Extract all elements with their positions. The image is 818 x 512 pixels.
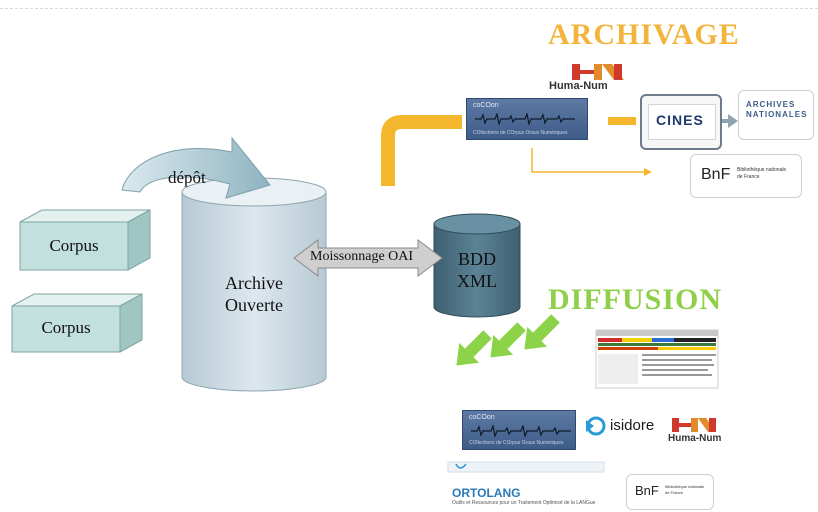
orange-thin-arrow xyxy=(531,148,644,173)
bdd-label-line2: XML xyxy=(457,271,497,291)
ortolang-header xyxy=(447,461,605,473)
archives-label: ARCHIVES NATIONALES xyxy=(746,100,807,120)
waveform-icon xyxy=(475,113,575,125)
isidore-label: isidore xyxy=(610,417,655,434)
cocoon-logo-bottom: coCOon COllections de COrpus Oraux Numér… xyxy=(462,410,576,450)
archives-label-line1: ARCHIVES xyxy=(746,100,796,109)
bnf-sub-top: Bibliothèque nationale de France xyxy=(737,167,787,180)
green-arrows xyxy=(456,314,560,366)
archive-label-line1: Archive xyxy=(225,273,283,293)
bdd-label-line1: BDD xyxy=(457,249,496,269)
grey-arrow-archives xyxy=(718,114,738,128)
cocoon-subtitle-top: COllections de COrpus Oraux Numériques xyxy=(473,130,568,136)
diffusion-screenshot-thumbnail xyxy=(595,329,719,389)
archive-label-line2: Ouverte xyxy=(225,295,283,315)
bnf-label-top: BnF xyxy=(701,166,731,183)
moissonnage-arrow xyxy=(293,239,443,277)
bdd-label: BDD XML xyxy=(434,248,520,292)
bnf-label-bottom: BnF xyxy=(635,483,659,498)
cines-logo: CINES xyxy=(640,94,722,150)
ortolang-label: ORTOLANG xyxy=(452,486,521,500)
huma-num-label-bottom: Huma-Num xyxy=(668,433,722,444)
corpus-label-1: Corpus xyxy=(49,236,99,255)
bdd-cylinder xyxy=(433,213,521,318)
isidore-icon xyxy=(586,416,606,436)
depot-label: dépôt xyxy=(168,168,206,187)
archivage-title: ARCHIVAGE xyxy=(548,18,740,51)
corpus-box-2 xyxy=(11,293,143,353)
waveform-icon xyxy=(471,425,571,437)
cocoon-logo-top: coCOon COllections de COrpus Oraux Numér… xyxy=(466,98,588,140)
huma-num-logo-mark-top xyxy=(572,64,624,80)
corpus-label-2: Corpus xyxy=(41,318,91,337)
archives-label-line2: NATIONALES xyxy=(746,110,808,119)
cocoon-subtitle-bottom: COllections de COrpus Oraux Numériques xyxy=(469,440,564,446)
huma-num-label-top: Huma-Num xyxy=(549,80,608,92)
archives-nationales-logo: ARCHIVES NATIONALES xyxy=(738,90,814,140)
ortolang-sub: Outils et Ressources pour un Traitement … xyxy=(452,500,596,506)
bnf-logo-top: BnF Bibliothèque nationale de France xyxy=(690,154,802,198)
corpus-box-1 xyxy=(19,209,151,271)
diffusion-title: DIFFUSION xyxy=(548,283,723,316)
cocoon-title-bottom: coCOon xyxy=(469,414,495,421)
bnf-sub-bottom: Bibliothèque nationale de France xyxy=(665,484,705,495)
moissonnage-label: Moissonnage OAI xyxy=(310,249,414,264)
bnf-logo-bottom: BnF Bibliothèque nationale de France xyxy=(626,474,714,510)
top-divider xyxy=(0,8,818,9)
depot-arrow xyxy=(121,136,271,199)
orange-elbow-arrow xyxy=(381,115,462,186)
archive-cylinder xyxy=(181,177,327,392)
huma-num-logo-mark-bottom xyxy=(672,418,716,432)
cines-label: CINES xyxy=(656,112,704,128)
orange-arrow-cines xyxy=(608,117,636,125)
archive-label: Archive Ouverte xyxy=(182,272,326,316)
cocoon-title-top: coCOon xyxy=(473,102,499,109)
